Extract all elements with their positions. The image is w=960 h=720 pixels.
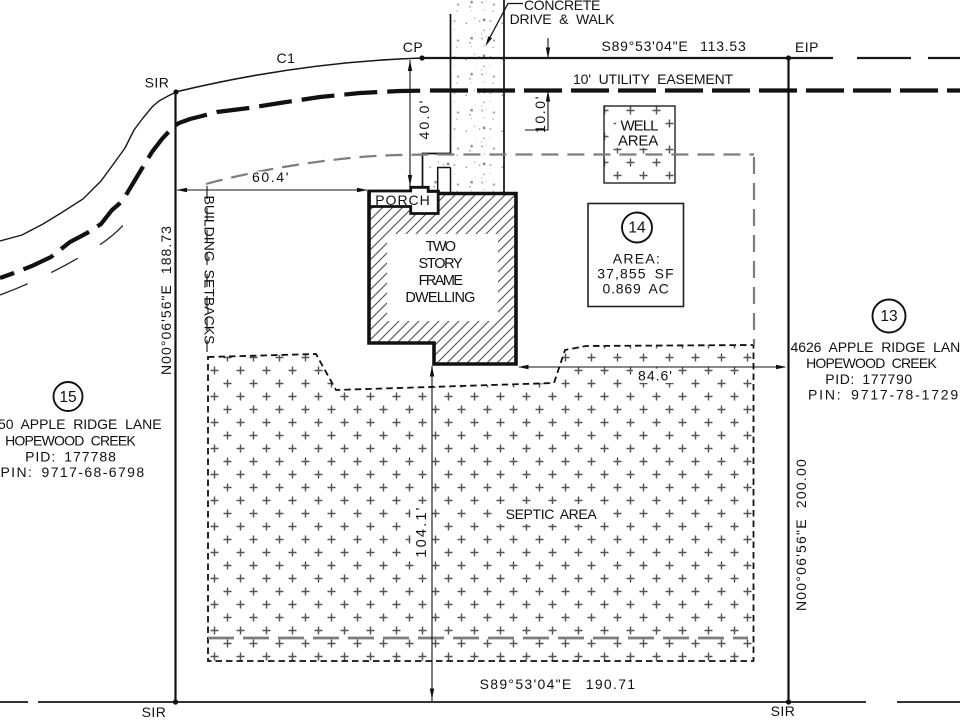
svg-text:CONCRETE: CONCRETE xyxy=(524,0,600,13)
svg-text:PORCH: PORCH xyxy=(375,192,431,208)
svg-text:15: 15 xyxy=(59,389,76,406)
svg-text:S89°53'04"E 113.53: S89°53'04"E 113.53 xyxy=(602,38,747,54)
svg-text:S89°53'04"E 190.71: S89°53'04"E 190.71 xyxy=(480,676,637,692)
svg-text:40.0': 40.0' xyxy=(416,98,432,139)
svg-text:STORY: STORY xyxy=(419,256,464,272)
svg-text:BUILDING SETBACKS: BUILDING SETBACKS xyxy=(202,195,218,344)
svg-text:PIN: 9717-68-6798: PIN: 9717-68-6798 xyxy=(0,464,145,480)
svg-text:4650 APPLE RIDGE LANE: 4650 APPLE RIDGE LANE xyxy=(0,416,162,432)
svg-text:PIN: 9717-78-1729: PIN: 9717-78-1729 xyxy=(808,387,960,403)
svg-text:60.4': 60.4' xyxy=(252,169,290,185)
svg-text:EIP: EIP xyxy=(795,39,819,55)
svg-text:SIR: SIR xyxy=(145,75,170,91)
svg-text:WELL: WELL xyxy=(620,118,658,135)
svg-text:SIR: SIR xyxy=(142,704,167,720)
svg-text:37,855 SF: 37,855 SF xyxy=(597,266,675,282)
svg-text:N00°06'56"E 200.00: N00°06'56"E 200.00 xyxy=(793,458,809,611)
svg-text:PID: 177788: PID: 177788 xyxy=(25,449,117,465)
svg-text:AREA:: AREA: xyxy=(613,251,662,267)
svg-text:HOPEWOOD CREEK: HOPEWOOD CREEK xyxy=(5,433,136,449)
svg-text:SEPTIC AREA: SEPTIC AREA xyxy=(506,506,598,522)
svg-text:SIR: SIR xyxy=(771,703,796,719)
svg-text:0.869 AC: 0.869 AC xyxy=(603,281,670,297)
svg-text:PID: 177790: PID: 177790 xyxy=(825,371,912,387)
svg-text:CP: CP xyxy=(403,39,423,55)
svg-text:10' UTILITY EASEMENT: 10' UTILITY EASEMENT xyxy=(573,71,734,87)
svg-text:DRIVE & WALK: DRIVE & WALK xyxy=(510,11,616,27)
svg-text:DWELLING: DWELLING xyxy=(405,290,475,306)
svg-text:13: 13 xyxy=(880,308,897,325)
svg-text:FRAME: FRAME xyxy=(419,273,464,289)
svg-text:4626 APPLE RIDGE LANE: 4626 APPLE RIDGE LANE xyxy=(790,339,960,355)
svg-text:84.6': 84.6' xyxy=(638,368,673,384)
svg-text:TWO: TWO xyxy=(426,239,456,255)
svg-text:C1: C1 xyxy=(277,50,296,66)
svg-text:HOPEWOOD CREEK: HOPEWOOD CREEK xyxy=(806,355,937,371)
svg-text:104.1': 104.1' xyxy=(414,505,430,557)
svg-text:N00°06'56"E 188.73: N00°06'56"E 188.73 xyxy=(158,225,174,375)
svg-text:14: 14 xyxy=(628,220,646,237)
svg-text:10.0': 10.0' xyxy=(532,95,548,133)
svg-text:AREA: AREA xyxy=(618,133,658,150)
